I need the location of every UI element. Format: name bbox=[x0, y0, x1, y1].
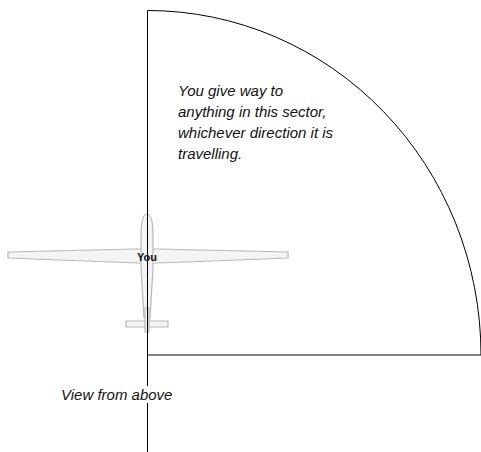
pilot-label: You bbox=[137, 251, 157, 263]
sector-note: You give way to anything in this sector,… bbox=[178, 80, 338, 164]
centre-line bbox=[147, 355, 148, 452]
view-caption: View from above bbox=[60, 386, 173, 403]
sector-outline bbox=[147, 10, 481, 355]
give-way-sector: You give way to anything in this sector,… bbox=[147, 10, 481, 355]
